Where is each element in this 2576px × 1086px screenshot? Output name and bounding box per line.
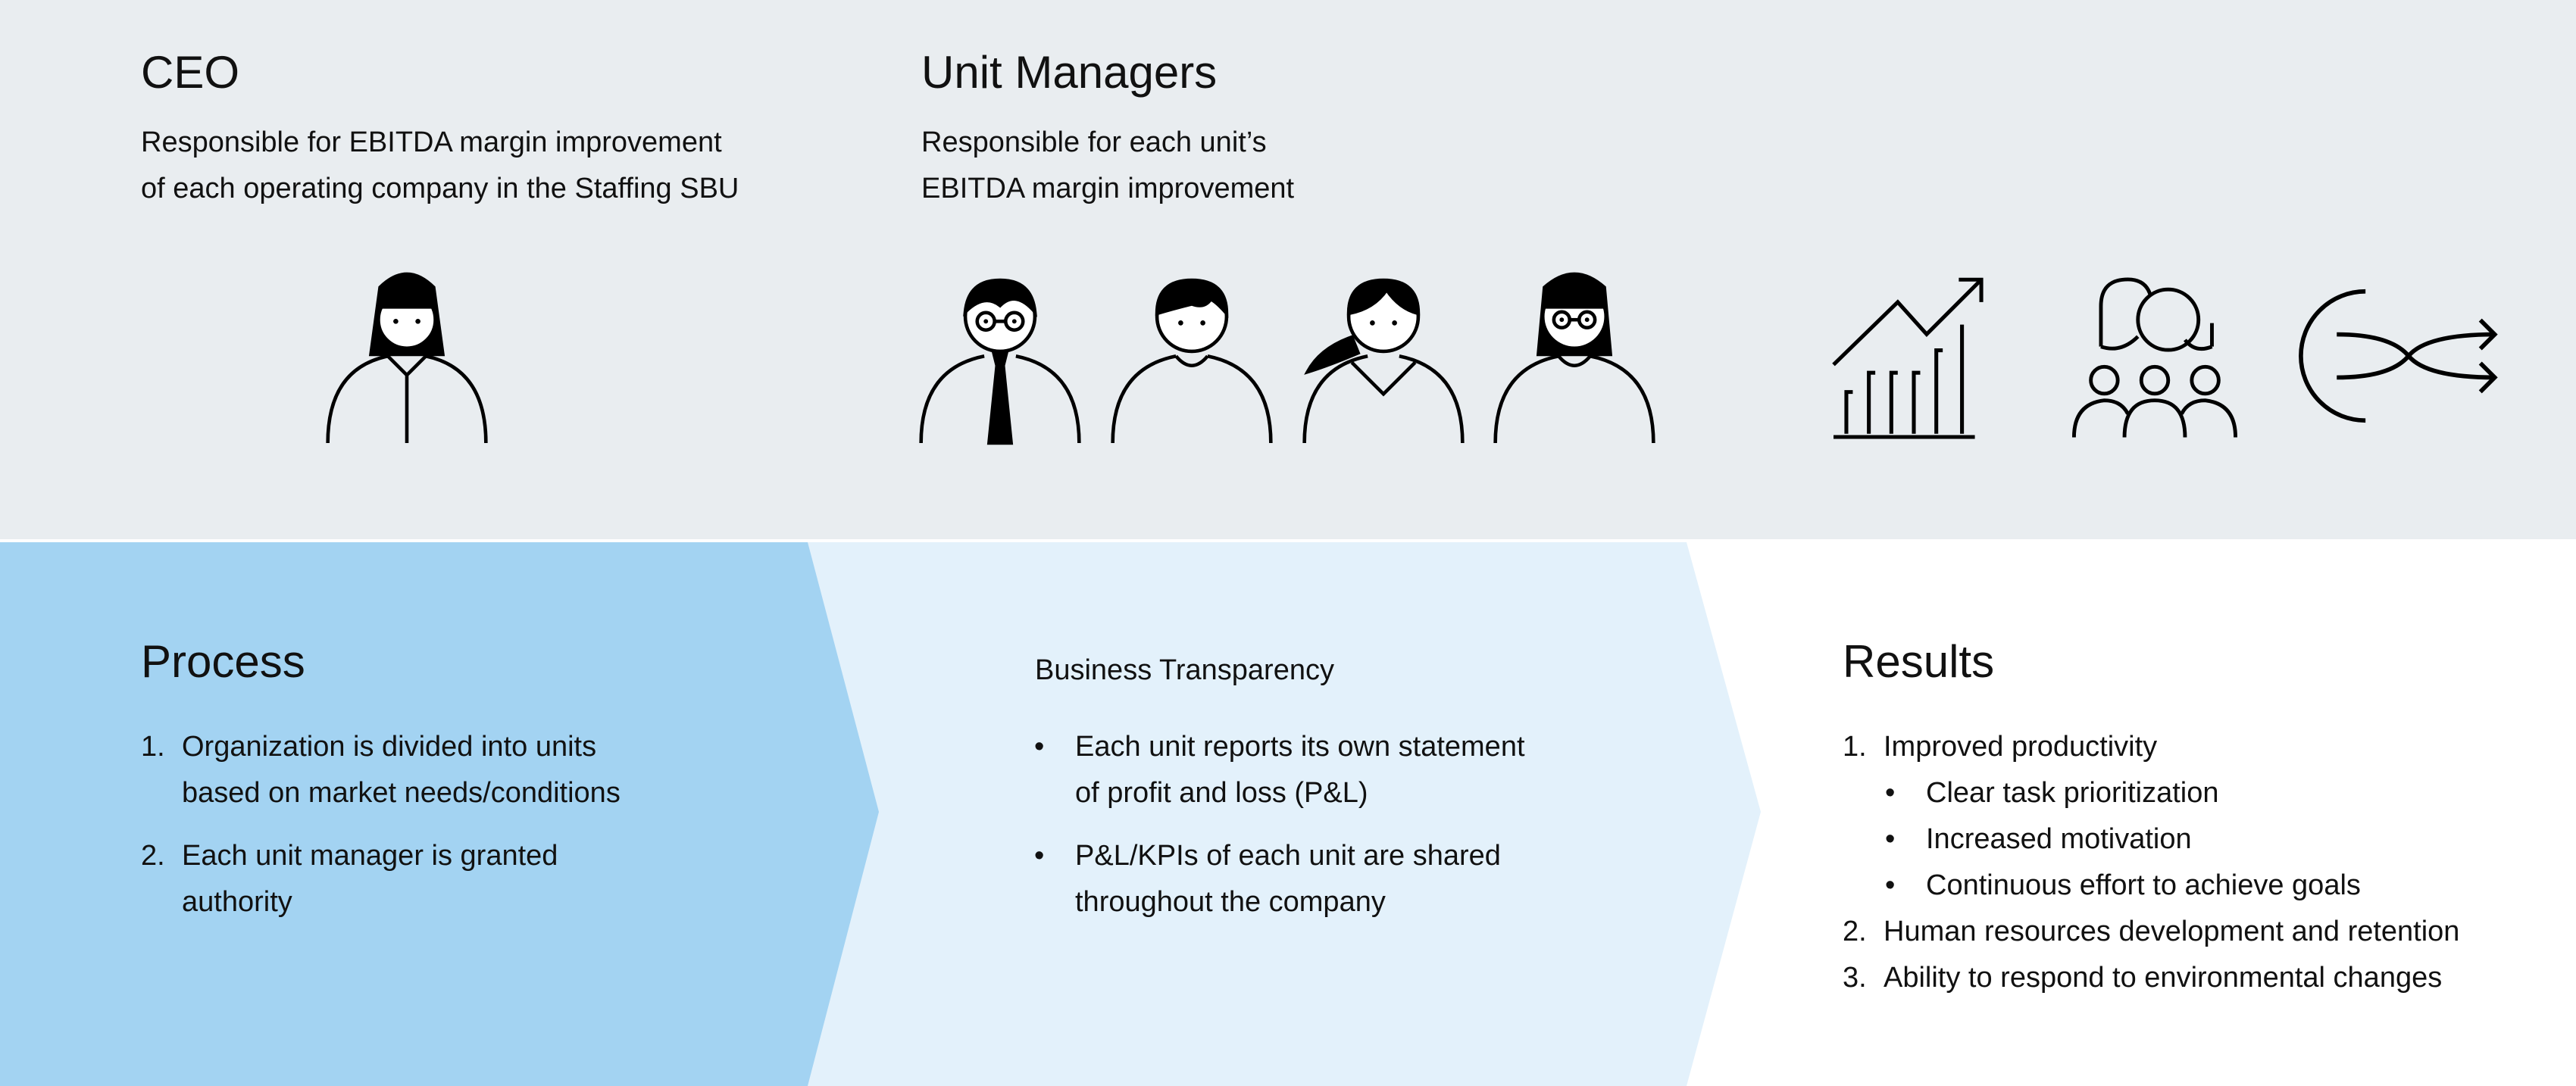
results-title: Results: [1843, 636, 1995, 687]
transparency-item-1: • Each unit reports its own statement of…: [1034, 724, 1525, 816]
person-female-icon: [326, 261, 488, 444]
results-subitem-text: Clear task prioritization: [1926, 777, 2219, 809]
transparency-item-1-line-2: of profit and loss (P&L): [1075, 777, 1368, 809]
process-item-2-line-2: authority: [182, 886, 292, 918]
transparency-list: • Each unit reports its own statement of…: [1034, 724, 1525, 925]
transparency-item-2-line-2: throughout the company: [1075, 886, 1386, 918]
process-item-1-line-1: Organization is divided into units: [182, 731, 597, 763]
results-item-1: 1. Improved productivity: [1843, 724, 2459, 770]
person-male-glasses-tie-icon: [919, 261, 1081, 445]
bullet: •: [1034, 731, 1045, 763]
process-list: 1. Organization is divided into units ba…: [141, 724, 621, 925]
results-item-1-text: Improved productivity: [1884, 731, 2158, 763]
results-item-3: 3. Ability to respond to environmental c…: [1843, 955, 2459, 1001]
process-panel: [0, 542, 879, 1086]
person-male-icon: [1111, 261, 1273, 444]
ceo-description-line-1: Responsible for EBITDA margin improvemen…: [141, 126, 722, 158]
bullet: •: [1885, 777, 1896, 809]
bullet: •: [1885, 823, 1896, 855]
team-discussion-icon: [2068, 273, 2241, 441]
results-subitem-3: • Continuous effort to achieve goals: [1884, 863, 2459, 909]
person-female-ponytail-icon: [1302, 261, 1465, 444]
process-item-1-line-2: based on market needs/conditions: [182, 777, 621, 809]
transparency-item-2: • P&L/KPIs of each unit are shared throu…: [1034, 833, 1525, 925]
process-item-2: 2. Each unit manager is granted authorit…: [141, 833, 621, 925]
list-number: 2.: [1843, 916, 1867, 947]
bullet: •: [1885, 869, 1896, 901]
results-list: 1. Improved productivity • Clear task pr…: [1843, 724, 2460, 1001]
unit-managers-title: Unit Managers: [921, 47, 1218, 98]
list-number: 3.: [1843, 962, 1867, 994]
list-number: 2.: [141, 840, 165, 872]
transparency-title: Business Transparency: [1035, 654, 1334, 686]
growth-chart-icon: [1832, 276, 1994, 439]
shuffle-icon: [2299, 288, 2499, 424]
results-item-3-text: Ability to respond to environmental chan…: [1884, 962, 2443, 994]
transparency-item-1-line-1: Each unit reports its own statement: [1075, 731, 1525, 763]
person-female-glasses-icon: [1493, 261, 1655, 444]
results-subitem-2: • Increased motivation: [1884, 816, 2459, 863]
bullet: •: [1034, 840, 1045, 872]
process-item-1: 1. Organization is divided into units ba…: [141, 724, 621, 816]
results-item-2-text: Human resources development and retentio…: [1884, 916, 2460, 947]
ceo-title: CEO: [141, 47, 240, 98]
top-band: [0, 0, 2576, 539]
ceo-description-line-2: of each operating company in the Staffin…: [141, 173, 739, 204]
list-number: 1.: [1843, 731, 1867, 763]
list-number: 1.: [141, 731, 165, 763]
process-title: Process: [141, 636, 305, 687]
transparency-item-2-line-1: P&L/KPIs of each unit are shared: [1075, 840, 1501, 872]
results-item-2: 2. Human resources development and reten…: [1843, 909, 2460, 955]
transparency-panel: [808, 542, 1761, 1086]
results-subitem-text: Increased motivation: [1926, 823, 2192, 855]
results-subitem-1: • Clear task prioritization: [1884, 770, 2459, 816]
unit-managers-description-line-2: EBITDA margin improvement: [921, 173, 1295, 204]
unit-managers-description-line-1: Responsible for each unit’s: [921, 126, 1267, 158]
results-subitem-text: Continuous effort to achieve goals: [1926, 869, 2361, 901]
process-item-2-line-1: Each unit manager is granted: [182, 840, 558, 872]
